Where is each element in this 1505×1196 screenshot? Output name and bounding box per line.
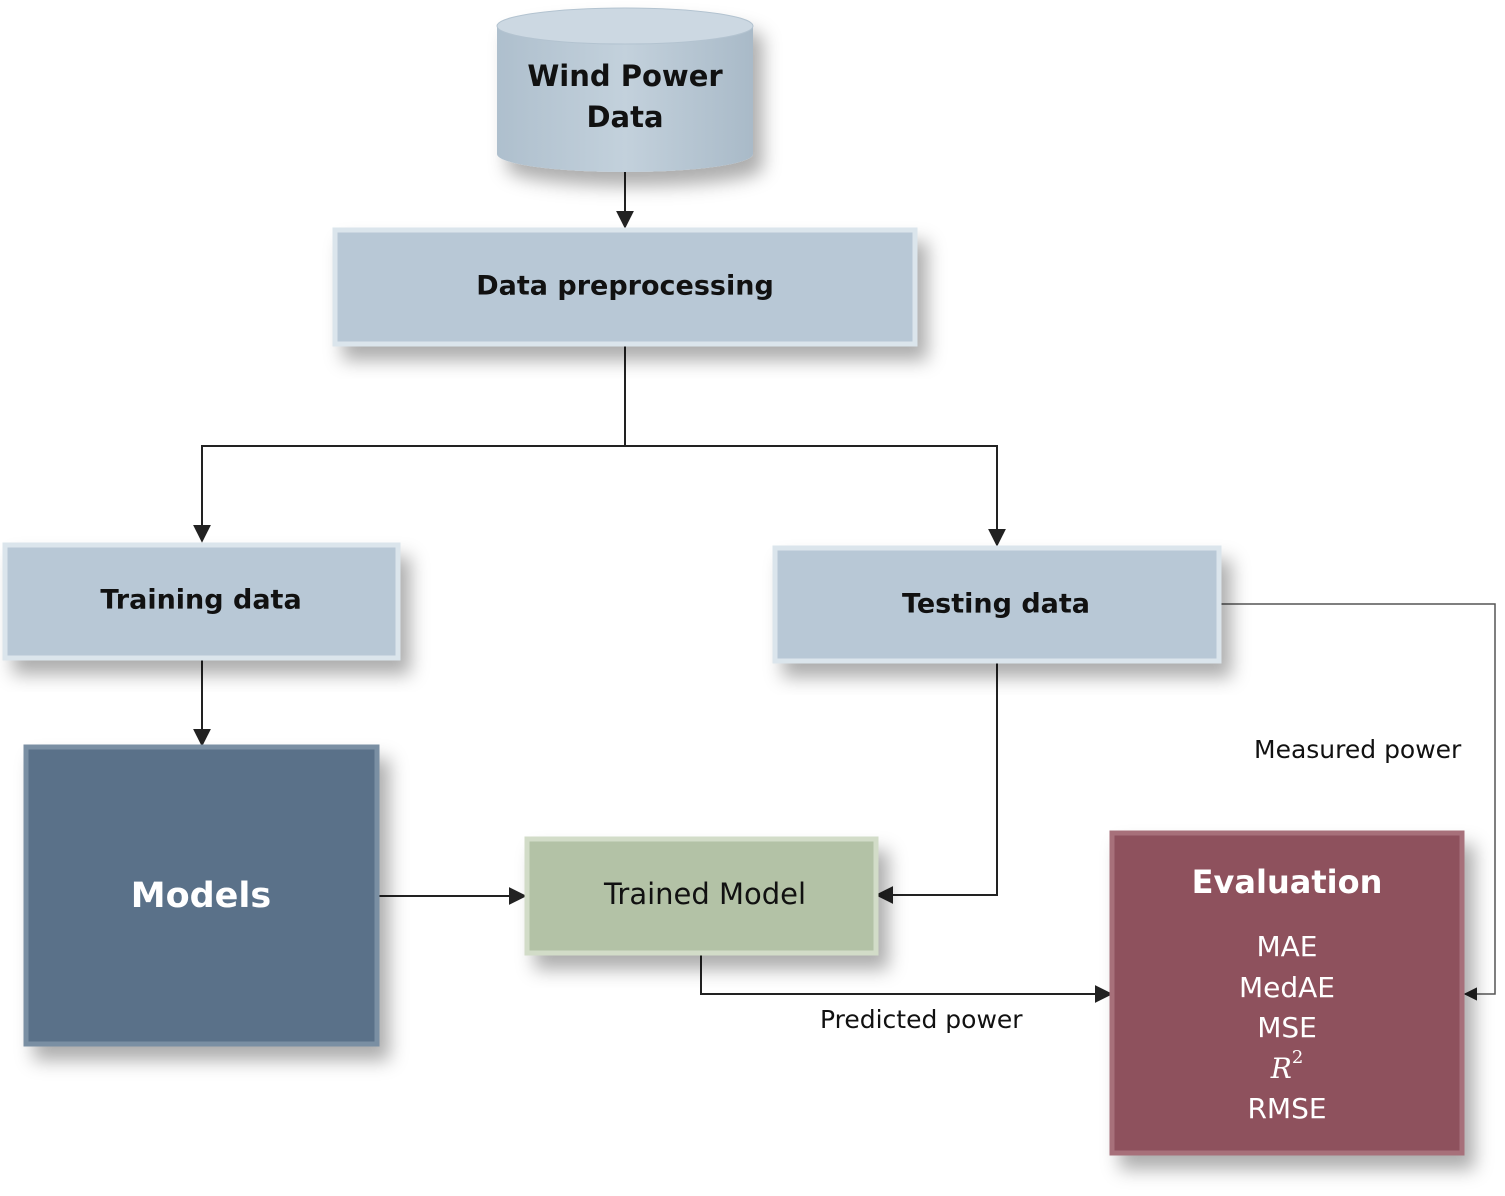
edge-label-predicted-power: Predicted power (820, 1005, 1023, 1034)
node-data-preprocessing (332, 227, 918, 347)
data-preprocessing-label: Data preprocessing (476, 271, 774, 302)
node-models (23, 744, 380, 1047)
node-training-data (2, 542, 401, 661)
node-testing-data (772, 545, 1222, 664)
training-data-label: Training data (100, 585, 301, 616)
testing-data-label: Testing data (902, 589, 1090, 620)
node-evaluation (1109, 830, 1465, 1156)
evaluation-metric-r-squared: R2 (1270, 1047, 1304, 1085)
connectors (193, 170, 1496, 1003)
models-label: Models (131, 876, 272, 916)
node-wind-power-data (496, 7, 754, 172)
node-trained-model (524, 836, 879, 956)
arrow-testing-to-trained (875, 662, 998, 904)
edge-label-measured-power: Measured power (1254, 735, 1462, 764)
arrow-preprocessing-to-training (193, 445, 625, 543)
arrow-testing-to-evaluation (1220, 603, 1496, 1001)
evaluation-metric-medae: MedAE (1239, 971, 1335, 1004)
wind-power-data-line2: Data (586, 100, 663, 134)
r-squared-exponent: 2 (1292, 1047, 1303, 1068)
evaluation-metric-rmse: RMSE (1247, 1092, 1326, 1125)
trained-model-label: Trained Model (603, 877, 806, 911)
evaluation-metric-mse: MSE (1257, 1011, 1317, 1044)
evaluation-title: Evaluation (1192, 863, 1383, 901)
evaluation-metric-mae: MAE (1256, 930, 1317, 963)
arrow-preprocessing-to-testing (625, 445, 1006, 547)
wind-power-data-line1: Wind Power (527, 59, 723, 93)
arrow-trained-to-evaluation (700, 955, 1113, 1003)
